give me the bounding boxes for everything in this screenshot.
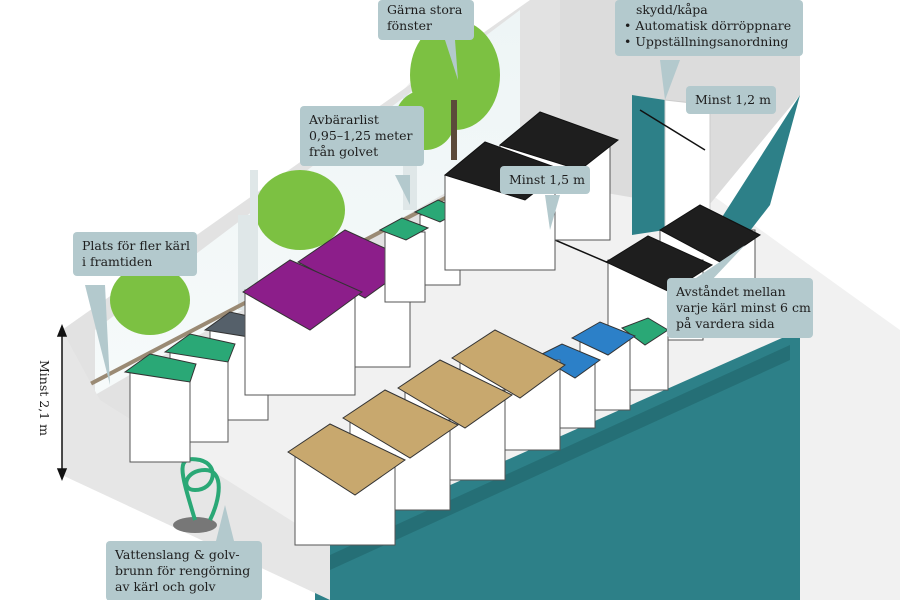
bins-blue-green-right: [536, 317, 669, 429]
callout-spacing: Avståndet mellan varje kärl minst 6 cm p…: [667, 278, 813, 338]
callout-bumper-line-3: från golvet: [309, 144, 379, 159]
callout-windows-line-1: Gärna stora: [387, 2, 463, 17]
callout-door-width: Minst 1,2 m: [686, 86, 776, 114]
callout-spacing-line-2: varje kärl minst 6 cm: [676, 300, 811, 315]
callout-bumper: Avbärarlist 0,95–1,25 meter från golvet: [300, 106, 424, 166]
callout-pointers: [85, 40, 745, 545]
callout-door-features-line-1: skydd/kåpa: [636, 2, 708, 17]
bin-purple-1: [242, 259, 363, 396]
height-dimension: [56, 323, 68, 482]
callout-windows-line-2: fönster: [387, 18, 433, 33]
bins-tan: [287, 329, 566, 546]
callout-hose-line-3: av kärl och golv: [115, 579, 216, 594]
callout-windows: Gärna stora fönster: [378, 0, 474, 40]
callout-aisle-width: Minst 1,5 m: [500, 166, 590, 194]
floor-drain: [173, 517, 217, 533]
callout-door-width-text: Minst 1,2 m: [695, 92, 771, 107]
callout-bumper-line-1: Avbärarlist: [309, 112, 379, 127]
callout-door-features-line-2: Automatisk dörröppnare: [624, 18, 794, 34]
tree-icon: [110, 20, 500, 335]
callout-hose: Vattenslang & golv- brunn för rengörning…: [106, 541, 262, 600]
callout-aisle-width-text: Minst 1,5 m: [509, 172, 585, 187]
callout-door-features: skydd/kåpa Automatisk dörröppnare Uppstä…: [615, 0, 803, 56]
callout-future-bins: Plats för fler kärl i framtiden: [73, 232, 197, 276]
left-slab: [62, 330, 330, 600]
callout-hose-line-1: Vattenslang & golv-: [115, 547, 240, 562]
height-label: Minst 2,1 m: [37, 360, 52, 436]
door-dimension: [639, 109, 706, 151]
callout-door-features-line-3: Uppställningsanordning: [624, 34, 794, 50]
callout-future-bins-line-1: Plats för fler kärl: [82, 238, 191, 253]
bin-green-1: [123, 353, 197, 463]
callout-future-bins-line-2: i framtiden: [82, 254, 153, 269]
callout-spacing-line-1: Avståndet mellan: [676, 284, 786, 299]
callout-hose-line-2: brunn för rengörning: [115, 563, 251, 578]
hose-icon: [180, 457, 221, 521]
callout-bumper-line-2: 0,95–1,25 meter: [309, 128, 413, 143]
door-frame: [632, 95, 665, 235]
callout-spacing-line-3: på vardera sida: [676, 316, 775, 331]
